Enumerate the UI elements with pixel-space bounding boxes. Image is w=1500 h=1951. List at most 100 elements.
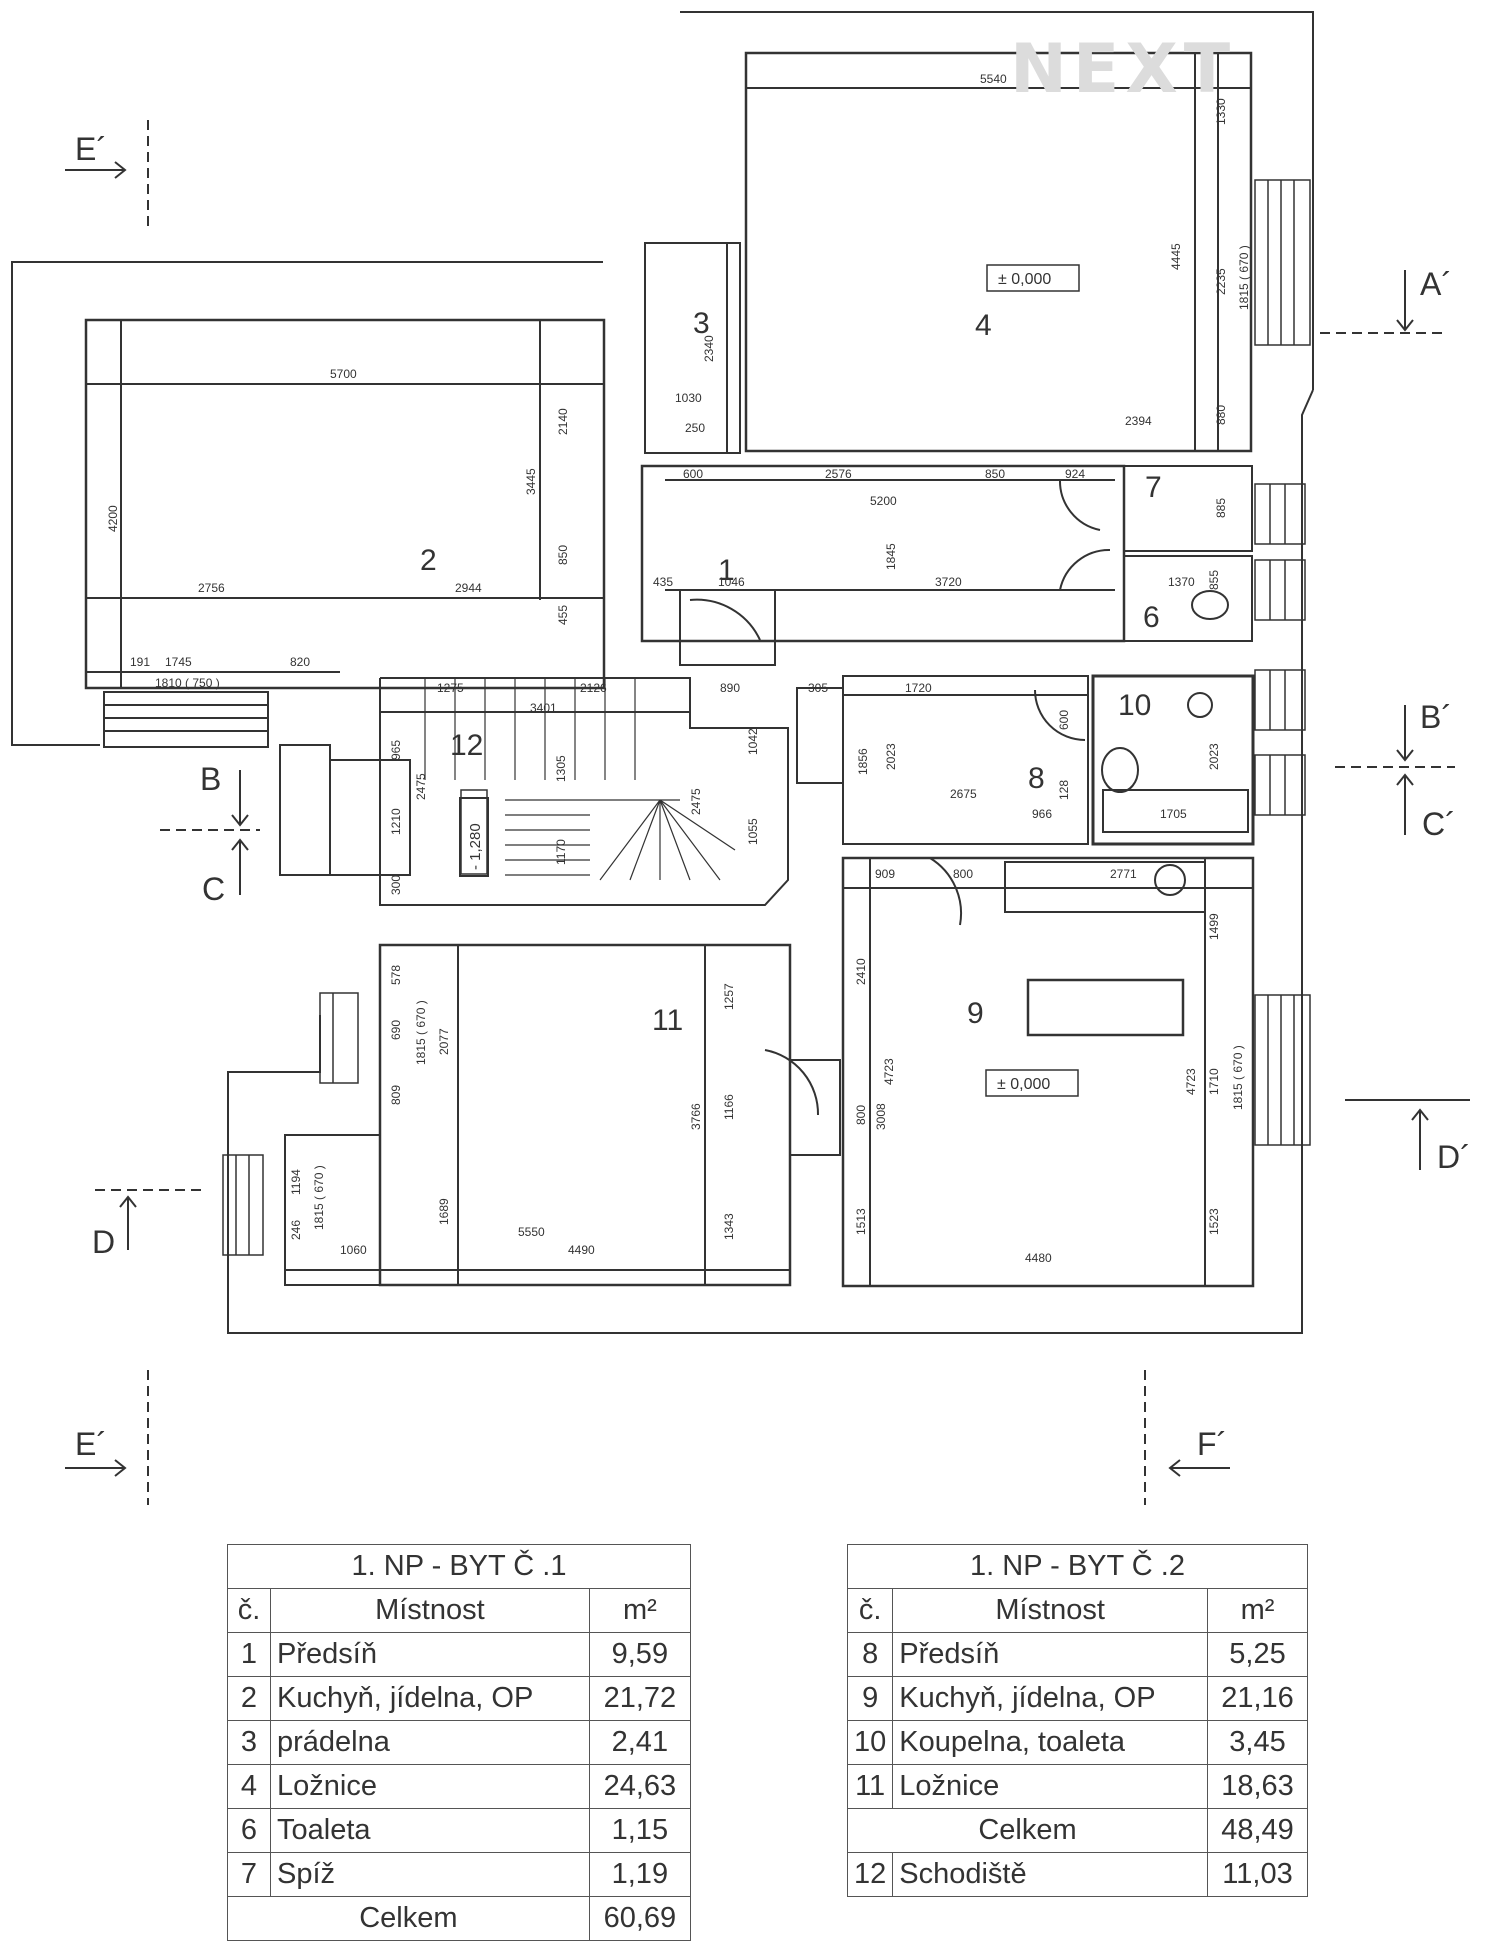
dim-1343: 1343 xyxy=(722,1213,736,1240)
row-no: 1 xyxy=(227,1632,271,1677)
dim-435: 435 xyxy=(653,575,673,589)
table1-col-room: Místnost xyxy=(270,1588,590,1633)
table1-col-no: č. xyxy=(227,1588,271,1633)
dim-1257: 1257 xyxy=(722,983,736,1010)
dim-191: 191 xyxy=(130,655,150,669)
table2-col-area: m² xyxy=(1206,1588,1309,1633)
area-table-2: 1. NP - BYT Č .2 č. Místnost m² 8 Předsí… xyxy=(846,1544,1309,1897)
table-row: 8 Předsíň 5,25 xyxy=(846,1632,1309,1677)
table-row: 11 Ložnice 18,63 xyxy=(846,1764,1309,1809)
row-no: 2 xyxy=(227,1676,271,1721)
dim-4490: 4490 xyxy=(568,1243,595,1257)
dim-890: 890 xyxy=(720,681,740,695)
dim-820: 820 xyxy=(290,655,310,669)
table-row: 7 Spíž 1,19 xyxy=(227,1852,692,1897)
table1-title: 1. NP - BYT Č .1 xyxy=(227,1544,691,1589)
dim-1166: 1166 xyxy=(722,1094,736,1120)
row-area: 1,19 xyxy=(588,1852,692,1897)
dim-2023b: 2023 xyxy=(1207,743,1221,770)
row-room: Spíž xyxy=(270,1852,590,1897)
table-row: 10 Koupelna, toaleta 3,45 xyxy=(846,1720,1309,1765)
room-9-number: 9 xyxy=(967,997,984,1030)
dim-3008: 3008 xyxy=(874,1103,888,1130)
room-3-number: 3 xyxy=(693,307,710,340)
dim-1689: 1689 xyxy=(437,1198,451,1225)
row-room: Kuchyň, jídelna, OP xyxy=(892,1676,1208,1721)
row-area: 5,25 xyxy=(1206,1632,1309,1677)
dim-2944: 2944 xyxy=(455,581,482,595)
dim-924: 924 xyxy=(1065,467,1085,481)
table1-col-area: m² xyxy=(588,1588,692,1633)
row-no: 11 xyxy=(846,1764,894,1809)
row-area: 21,72 xyxy=(588,1676,692,1721)
dim-2475a: 2475 xyxy=(414,773,428,800)
table2-total-label: Celkem xyxy=(847,1808,1208,1853)
section-f: F´ xyxy=(1197,1426,1227,1462)
section-d-left: D xyxy=(92,1224,115,1260)
dim-1275: 1275 xyxy=(437,681,464,695)
dim-1815d: 1815 ( 670 ) xyxy=(312,1165,326,1230)
row-room: Ložnice xyxy=(270,1764,590,1809)
room-4-number: 4 xyxy=(975,309,992,342)
table1-total-label: Celkem xyxy=(227,1896,590,1941)
room-7-number: 7 xyxy=(1145,471,1162,504)
section-b-left: B xyxy=(200,761,221,797)
dim-809: 809 xyxy=(389,1085,403,1105)
table2-title: 1. NP - BYT Č .2 xyxy=(847,1544,1308,1589)
row-room: Kuchyň, jídelna, OP xyxy=(270,1676,590,1721)
dim-3720: 3720 xyxy=(935,575,962,589)
dim-2576: 2576 xyxy=(825,467,852,481)
dim-966: 966 xyxy=(1032,807,1052,821)
dim-1815a: 1815 ( 670 ) xyxy=(1237,245,1251,310)
dim-2675: 2675 xyxy=(950,787,977,801)
table-row: 9 Kuchyň, jídelna, OP 21,16 xyxy=(846,1676,1309,1721)
dim-800: 800 xyxy=(953,867,973,881)
dim-305: 305 xyxy=(808,681,828,695)
section-a: A´ xyxy=(1420,266,1452,302)
dim-2394: 2394 xyxy=(1125,414,1152,428)
row-area: 9,59 xyxy=(588,1632,692,1677)
dim-246: 246 xyxy=(289,1220,303,1240)
dim-5550: 5550 xyxy=(518,1225,545,1239)
table-row: 2 Kuchyň, jídelna, OP 21,72 xyxy=(227,1676,692,1721)
dim-1856: 1856 xyxy=(856,748,870,775)
row-room: Předsíň xyxy=(270,1632,590,1677)
area-table-1: 1. NP - BYT Č .1 č. Místnost m² 1 Předsí… xyxy=(227,1544,692,1941)
room-10-number: 10 xyxy=(1118,689,1151,722)
dim-1210: 1210 xyxy=(389,808,403,835)
dim-909: 909 xyxy=(875,867,895,881)
row-area: 1,15 xyxy=(588,1808,692,1853)
row-room: Koupelna, toaleta xyxy=(892,1720,1208,1765)
dim-3401: 3401 xyxy=(530,701,557,715)
row-no: 6 xyxy=(227,1808,271,1853)
dim-2475b: 2475 xyxy=(689,788,703,815)
dim-1370: 1370 xyxy=(1168,575,1195,589)
dim-4200: 4200 xyxy=(106,505,120,532)
table-total-row: Celkem 48,49 xyxy=(847,1808,1309,1853)
dim-1815c: 1815 ( 670 ) xyxy=(414,1000,428,1065)
dim-4445: 4445 xyxy=(1169,243,1183,270)
dim-885: 885 xyxy=(1214,498,1228,518)
dim-455: 455 xyxy=(556,605,570,625)
row-area: 21,16 xyxy=(1206,1676,1309,1721)
dim-800b: 800 xyxy=(854,1105,868,1125)
dim-2023a: 2023 xyxy=(884,743,898,770)
section-d-right: D´ xyxy=(1437,1139,1471,1175)
dim-600b: 600 xyxy=(1057,710,1071,730)
dim-1523: 1523 xyxy=(1207,1208,1221,1235)
dim-2140: 2140 xyxy=(556,408,570,435)
dim-1815b: 1815 ( 670 ) xyxy=(1231,1045,1245,1110)
dim-880: 880 xyxy=(1214,405,1228,425)
dim-690: 690 xyxy=(389,1020,403,1040)
dim-578: 578 xyxy=(389,965,403,985)
row-no: 8 xyxy=(846,1632,894,1677)
row-room: Toaleta xyxy=(270,1808,590,1853)
dim-300: 300 xyxy=(389,875,403,895)
dim-1710: 1710 xyxy=(1207,1068,1221,1095)
row-room: Schodiště xyxy=(892,1852,1208,1897)
table-row: 12 Schodiště 11,03 xyxy=(846,1852,1309,1897)
dim-1030: 1030 xyxy=(675,391,702,405)
next-logo: NEXT xyxy=(1010,30,1237,109)
dim-1720: 1720 xyxy=(905,681,932,695)
room-1-number: 1 xyxy=(718,554,735,587)
